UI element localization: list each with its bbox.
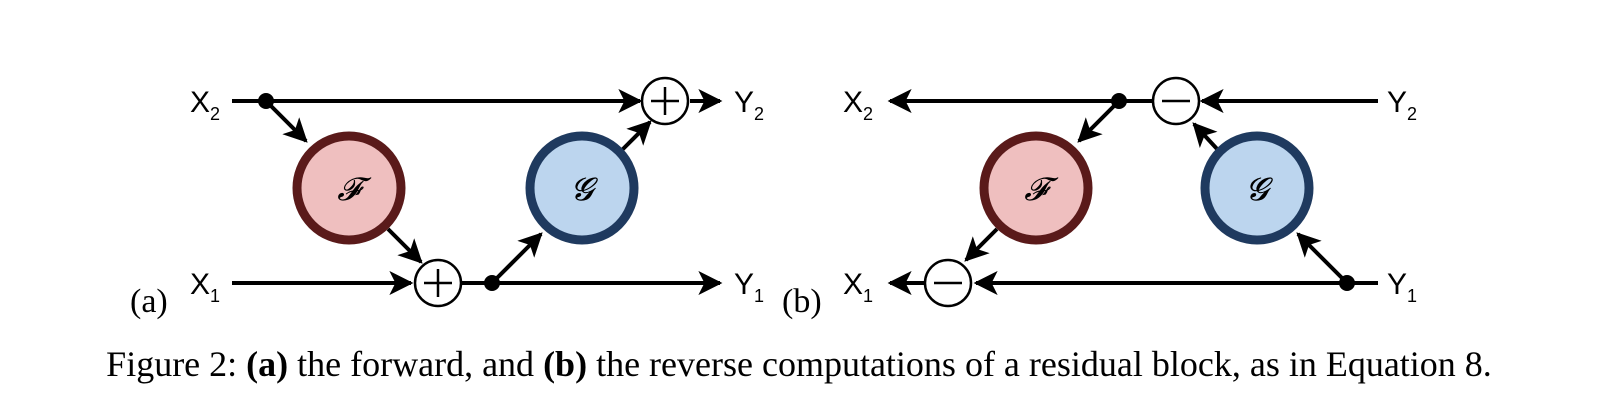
panel-b-x1-label: X1 <box>843 268 873 306</box>
panel-b-f-node <box>979 131 1093 245</box>
panel-a-g-to-sum-arrow <box>620 120 652 152</box>
caption-b-label: (b) <box>543 344 588 384</box>
panel-a: (a) X2 X1 Y2 Y1 𝓕 𝓖 <box>130 76 764 320</box>
panel-a-x1-label: X1 <box>190 268 220 306</box>
panel-a-x2-to-f-arrow <box>264 99 308 143</box>
panel-a-y2-label: Y2 <box>734 86 764 124</box>
caption-a-label: (a) <box>246 344 289 384</box>
caption-middle: the forward, and <box>288 344 544 384</box>
panel-a-f-node <box>292 131 406 245</box>
panel-a-g-node <box>525 131 639 245</box>
panel-b-y1-label: Y1 <box>1387 268 1417 306</box>
panel-a-y1-label: Y1 <box>734 268 764 306</box>
caption-prefix: Figure 2: <box>106 344 247 384</box>
panel-a-x2-label: X2 <box>190 86 220 124</box>
figure-caption: Figure 2: (a) the forward, and (b) the r… <box>0 343 1598 385</box>
panel-b-bottom-subtract-node <box>923 258 973 308</box>
panel-b-dot-to-g-arrow <box>1296 232 1349 285</box>
panel-b-y2-label: Y2 <box>1387 86 1417 124</box>
caption-suffix: the reverse computations of a residual b… <box>587 344 1492 384</box>
panel-a-top-add-node <box>640 76 690 126</box>
panel-b-dot-to-f-arrow <box>1077 99 1121 143</box>
panel-a-f-to-sum-arrow <box>386 227 423 264</box>
panel-b: (b) X2 X1 Y2 Y1 𝓕 𝓖 <box>782 76 1417 320</box>
panel-b-g-to-sub-arrow <box>1192 122 1220 152</box>
panel-a-dot-to-g-arrow <box>490 232 543 285</box>
panel-b-x2-label: X2 <box>843 86 873 124</box>
panel-b-top-subtract-node <box>1151 76 1201 126</box>
panel-b-g-node <box>1200 131 1314 245</box>
panel-b-f-to-sub-arrow <box>964 227 999 262</box>
panel-a-bottom-add-node <box>413 258 463 308</box>
panel-b-tag: (b) <box>782 283 822 320</box>
panel-a-tag: (a) <box>130 283 168 320</box>
